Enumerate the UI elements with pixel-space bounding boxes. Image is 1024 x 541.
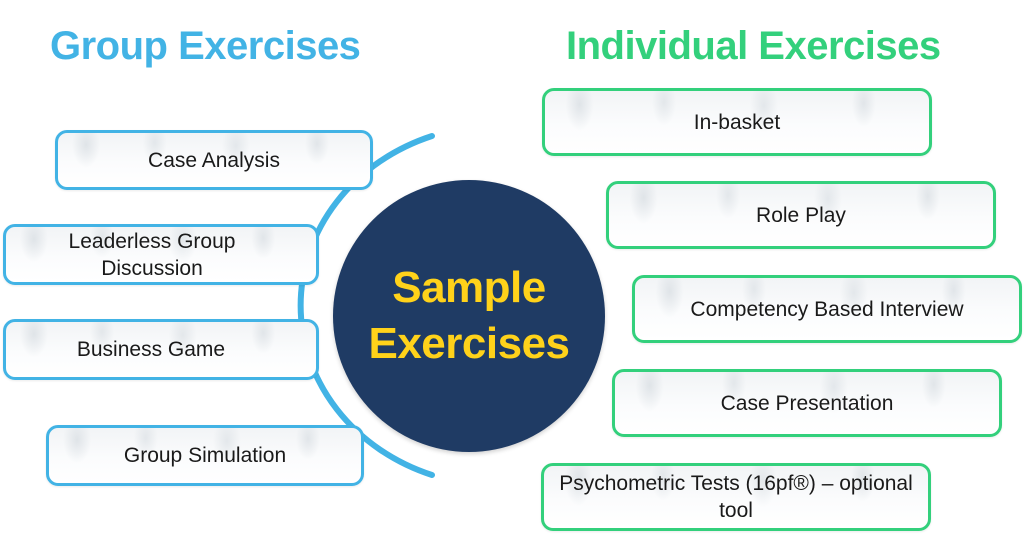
individual-item-label: Role Play — [756, 203, 846, 227]
group-item-label: Business Game — [76, 338, 226, 361]
group-item-case-analysis: Case Analysis — [55, 130, 373, 190]
group-item-label: Leaderless Group Discussion — [68, 229, 236, 280]
group-item-leaderless-group-discussion: Leaderless Group Discussion — [3, 224, 319, 285]
group-item-group-simulation: Group Simulation — [46, 425, 364, 486]
individual-item-in-basket: In-basket — [542, 88, 932, 156]
individual-item-case-presentation: Case Presentation — [612, 369, 1002, 437]
individual-item-label: In-basket — [693, 110, 781, 134]
group-item-business-game: Business Game — [3, 319, 319, 380]
center-label: Sample Exercises — [368, 263, 570, 368]
individual-item-competency-based-interview: Competency Based Interview — [632, 275, 1022, 343]
individual-exercises-heading: Individual Exercises — [566, 24, 941, 68]
group-item-label: Case Analysis — [148, 148, 280, 172]
individual-item-label: Case Presentation — [720, 391, 894, 415]
individual-item-role-play: Role Play — [606, 181, 996, 249]
individual-item-psychometric-tests: Psychometric Tests (16pf®) – optional to… — [541, 463, 931, 531]
center-circle: Sample Exercises — [333, 180, 605, 452]
group-item-label: Group Simulation — [123, 444, 287, 467]
individual-item-label: Competency Based Interview — [690, 297, 964, 321]
individual-item-label: Psychometric Tests (16pf®) – optional to… — [559, 472, 913, 522]
group-exercises-heading: Group Exercises — [50, 24, 361, 68]
